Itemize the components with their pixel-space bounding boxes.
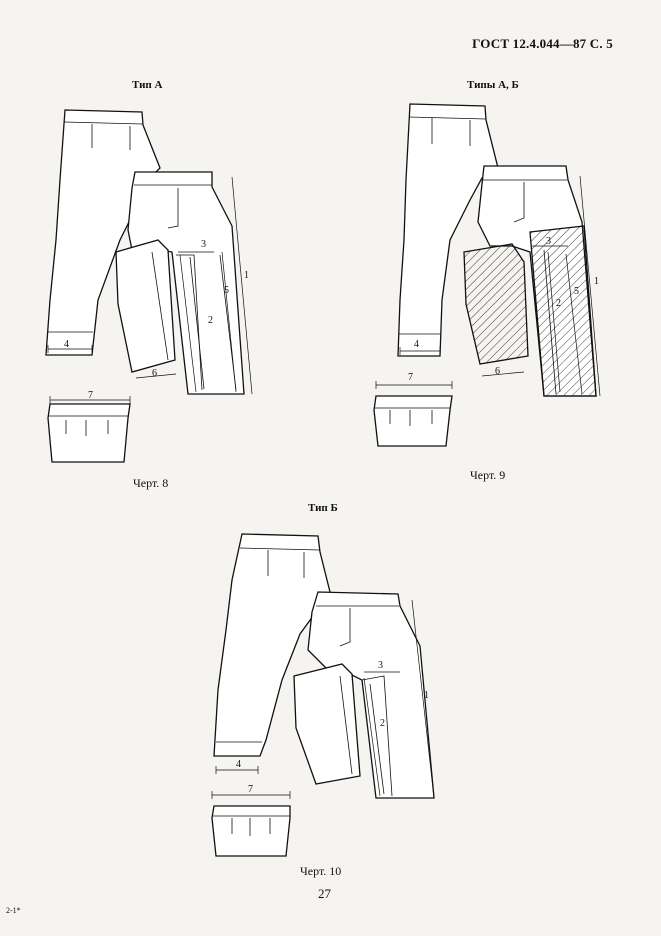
waist-piece-details <box>374 407 450 426</box>
fig9-dim-1-label: 1 <box>594 276 599 287</box>
fig9-dim-3-label: 3 <box>546 236 551 247</box>
figure-10-title: Тип Б <box>308 502 338 514</box>
front-seam <box>361 675 393 797</box>
fig10-dim-7-label: 7 <box>248 784 253 795</box>
folded-leg-seam <box>151 251 169 361</box>
lining-line <box>369 683 385 795</box>
dim-1-line <box>579 175 601 397</box>
fig8-dim-3-label: 3 <box>201 239 206 250</box>
dim-1-line <box>411 599 435 799</box>
fig9-dim-2-label: 2 <box>556 298 561 309</box>
fig8-dim-6-label: 6 <box>152 368 157 379</box>
page-number: 27 <box>318 886 331 901</box>
pleat-lines <box>91 124 131 150</box>
lining-hatched-area <box>529 225 597 397</box>
fig8-dim-1-label: 1 <box>244 270 249 281</box>
folded-leg-hatched <box>463 243 529 365</box>
dim-4-line <box>215 766 259 774</box>
dim-1-line <box>231 176 253 395</box>
fig10-dim-1-label: 1 <box>424 690 429 701</box>
dim-7-line <box>211 791 291 799</box>
dim-6-line <box>481 371 525 377</box>
fig9-dim-4-label: 4 <box>414 339 419 350</box>
trouser-back-outline <box>45 109 161 356</box>
dim-4-line <box>47 345 93 353</box>
dim-5-line <box>221 251 237 393</box>
folded-leg-outline <box>293 663 361 785</box>
corner-mark: 2-1* <box>6 906 21 915</box>
dim-7-line <box>375 381 453 389</box>
fig10-dim-3-label: 3 <box>378 660 383 671</box>
figure-10-caption: Черт. 10 <box>300 864 342 878</box>
waistband-line <box>408 116 487 120</box>
dim-5-line <box>565 253 583 395</box>
figure-9-caption: Черт. 9 <box>470 468 506 482</box>
fig10-dim-2-label: 2 <box>380 718 385 729</box>
folded-leg-outline <box>115 239 176 373</box>
front-seam <box>543 249 557 395</box>
waist-piece-outline <box>211 805 291 857</box>
waistband-line <box>63 121 144 125</box>
fig9-dim-7-label: 7 <box>408 372 413 383</box>
fig8-dim-2-label: 2 <box>208 315 213 326</box>
dim-2-line <box>363 677 381 797</box>
fig8-dim-4-label: 4 <box>64 339 69 350</box>
fly-line <box>339 608 351 647</box>
fly-line <box>513 182 525 223</box>
trouser-front-outline <box>127 171 245 395</box>
figure-8-caption: Черт. 8 <box>133 476 169 490</box>
dim-2-line <box>179 254 197 393</box>
dim-2-line <box>547 251 561 393</box>
waistband-line <box>239 547 321 551</box>
fig10-dim-4-label: 4 <box>236 759 241 770</box>
waist-piece-details <box>48 415 128 436</box>
figure-9-title: Типы А, Б <box>467 79 519 91</box>
fig8-dim-5-label: 5 <box>224 285 229 296</box>
pleat-lines <box>431 118 471 146</box>
waist-piece-details <box>212 815 290 836</box>
fig8-dim-7-label: 7 <box>88 390 93 401</box>
waist-piece-outline <box>373 395 453 447</box>
dim-6-line <box>135 373 177 379</box>
fly-line <box>167 188 179 229</box>
document-header: ГОСТ 12.4.044—87 С. 5 <box>472 36 613 51</box>
figure-8-title: Тип А <box>132 79 163 91</box>
fig9-dim-6-label: 6 <box>495 366 500 377</box>
dim-7-line <box>49 396 131 404</box>
fig9-dim-5-label: 5 <box>574 286 579 297</box>
folded-leg-seam <box>339 675 353 775</box>
trouser-back-outline <box>213 533 333 757</box>
trouser-back-outline <box>397 103 499 357</box>
pleat-lines <box>267 550 305 578</box>
dim-4-line <box>399 347 441 355</box>
